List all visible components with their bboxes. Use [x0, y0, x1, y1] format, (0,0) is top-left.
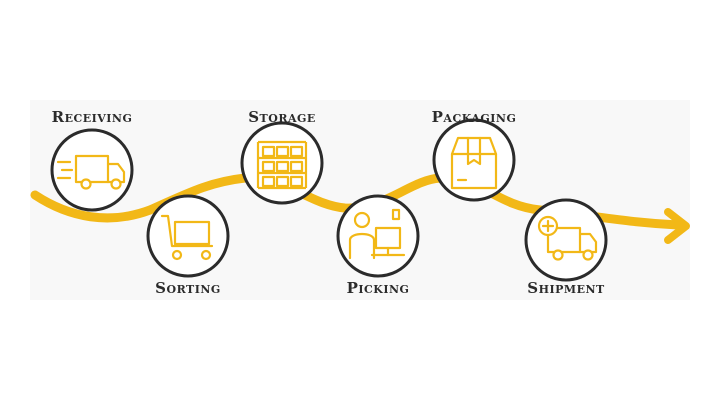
step-sorting-circle — [146, 194, 230, 278]
worker-computer-icon — [348, 208, 406, 260]
step-picking — [336, 194, 420, 278]
medical-truck-icon — [537, 215, 598, 261]
package-box-icon — [450, 136, 498, 190]
step-packaging-label: Packaging — [431, 108, 517, 126]
step-picking-circle — [336, 194, 420, 278]
step-shipment — [524, 198, 608, 282]
flow-arrow-head — [664, 208, 690, 244]
cart-icon — [160, 214, 214, 261]
step-picking-label: Picking — [346, 279, 410, 297]
step-storage — [240, 121, 324, 205]
step-storage-label: Storage — [248, 108, 316, 126]
delivery-truck-icon — [56, 154, 126, 190]
step-shipment-label: Shipment — [527, 279, 605, 297]
step-sorting — [146, 194, 230, 278]
shelving-icon — [256, 140, 308, 190]
step-sorting-label: Sorting — [155, 279, 221, 297]
step-packaging — [432, 118, 516, 202]
step-receiving — [50, 128, 134, 212]
step-receiving-label: Receiving — [51, 108, 133, 126]
step-receiving-circle — [50, 128, 134, 212]
